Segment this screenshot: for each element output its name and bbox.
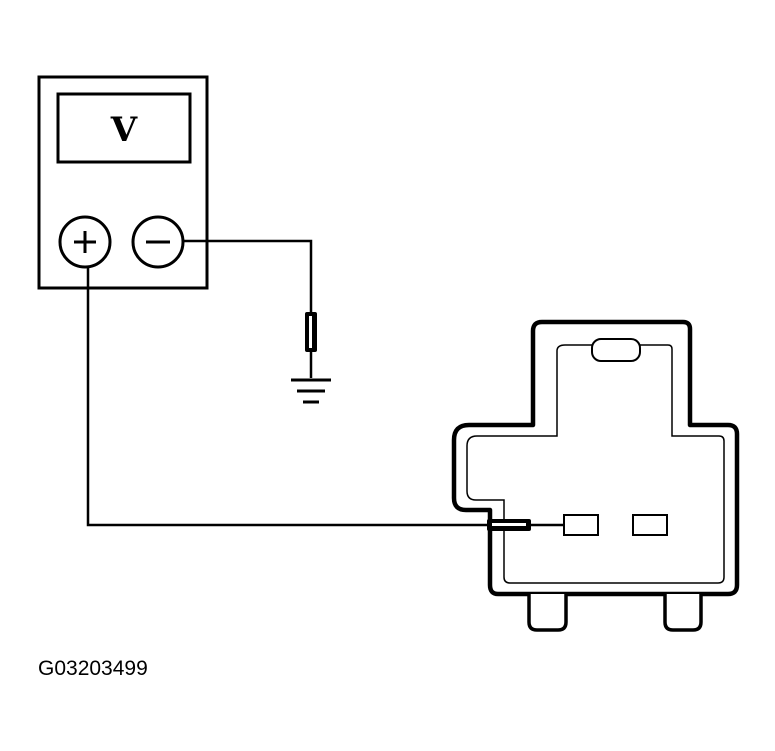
positive-terminal — [58, 215, 112, 269]
connector-latch — [591, 338, 641, 362]
connector-inner-contour — [466, 344, 725, 584]
figure-id: G03203499 — [38, 657, 148, 680]
negative-lead-wire — [183, 239, 313, 312]
negative-probe-highlight — [309, 316, 312, 348]
voltmeter-display-label: V — [110, 110, 138, 150]
positive-probe — [487, 519, 564, 531]
negative-terminal — [131, 215, 185, 269]
connector-terminal-2 — [632, 514, 668, 536]
negative-lead — [183, 239, 331, 404]
ground-icon — [291, 378, 331, 404]
connector-terminal-1 — [563, 514, 599, 536]
voltmeter: V — [37, 75, 209, 290]
positive-probe-highlight — [492, 523, 526, 526]
connector — [451, 319, 740, 632]
connector-leg-right — [663, 594, 703, 632]
connector-leg-left — [527, 594, 568, 632]
voltmeter-display — [56, 92, 192, 164]
positive-lead — [86, 267, 490, 527]
positive-lead-wire — [86, 267, 490, 527]
connector-outer-body — [451, 319, 740, 597]
